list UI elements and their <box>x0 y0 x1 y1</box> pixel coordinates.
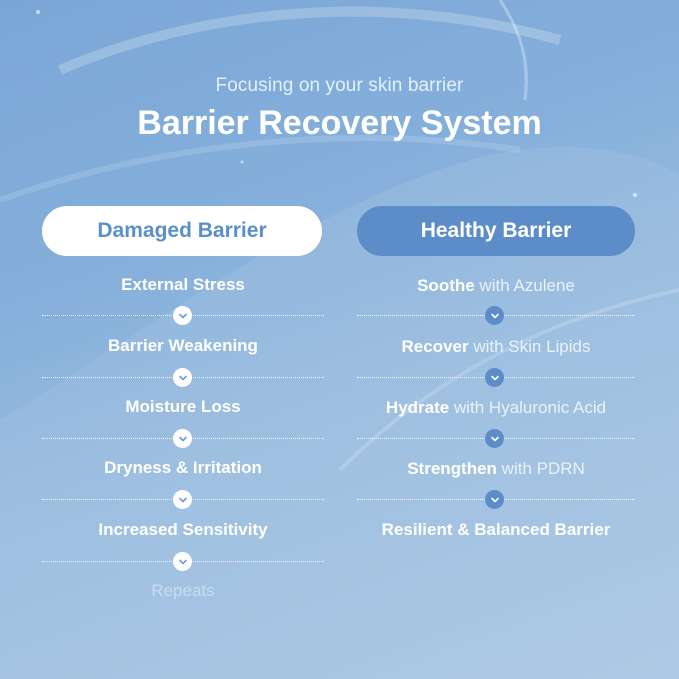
healthy-step-action: Soothe <box>417 276 475 295</box>
healthy-step-action: Resilient & Balanced Barrier <box>381 520 611 539</box>
page-title: Barrier Recovery System <box>137 104 542 142</box>
subtitle: Focusing on your skin barrier <box>215 75 464 96</box>
chevron-down-icon <box>173 552 192 571</box>
damaged-step: Increased Sensitivity <box>98 520 268 539</box>
healthy-step-detail: with Skin Lipids <box>468 337 591 356</box>
damaged-step: Moisture Loss <box>125 397 241 416</box>
healthy-step-action: Hydrate <box>385 398 450 417</box>
chevron-down-icon <box>173 429 192 448</box>
chevron-down-icon <box>485 306 504 325</box>
chevron-down-icon <box>485 490 504 509</box>
chevron-down-icon <box>173 490 192 509</box>
healthy-step: Strengthen with PDRN <box>357 459 635 479</box>
damaged-barrier-badge: Damaged Barrier <box>42 206 322 256</box>
healthy-step-action: Strengthen <box>407 459 497 478</box>
chevron-down-icon <box>485 368 504 387</box>
healthy-step-action: Recover <box>401 337 469 356</box>
damaged-step: Dryness & Irritation <box>104 458 262 477</box>
healthy-step-detail: with Hyaluronic Acid <box>449 398 607 417</box>
healthy-barrier-badge: Healthy Barrier <box>357 206 635 256</box>
chevron-down-icon <box>173 368 192 387</box>
damaged-step: Barrier Weakening <box>108 336 258 355</box>
chevron-down-icon <box>173 306 192 325</box>
damaged-final-step: Repeats <box>151 581 215 600</box>
healthy-step: Hydrate with Hyaluronic Acid <box>357 398 635 418</box>
healthy-step-detail: with Azulene <box>474 276 575 295</box>
healthy-step: Resilient & Balanced Barrier <box>357 520 635 540</box>
healthy-step-detail: with PDRN <box>496 459 585 478</box>
chevron-down-icon <box>485 429 504 448</box>
healthy-step: Soothe with Azulene <box>357 276 635 296</box>
healthy-step: Recover with Skin Lipids <box>357 337 635 357</box>
damaged-step: External Stress <box>121 275 245 294</box>
